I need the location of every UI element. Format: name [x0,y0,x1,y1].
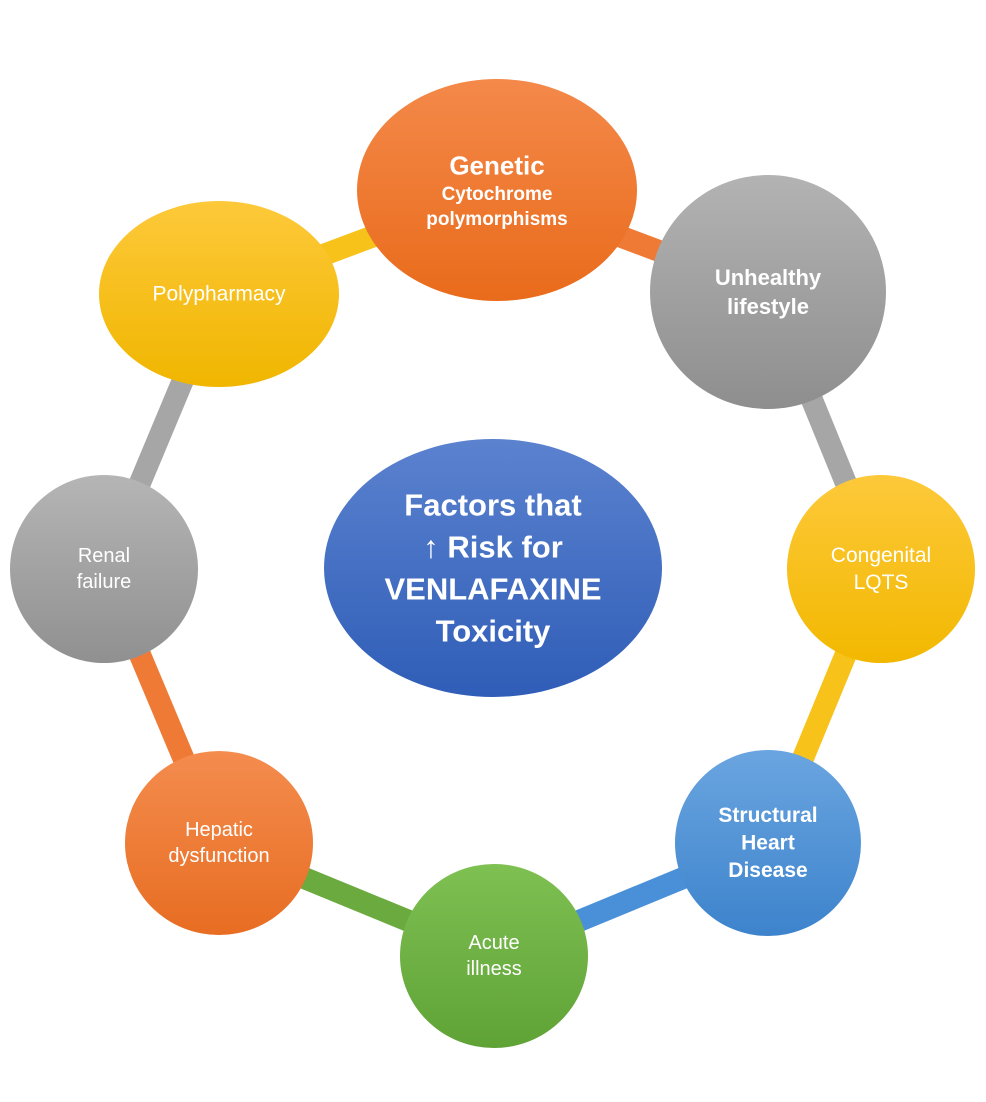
node-structural-heart-disease-shape [675,750,861,936]
node-structural-heart-disease-label: Heart [741,832,795,855]
node-structural-heart-disease-label: Disease [728,859,807,882]
center-title-line: VENLAFAXINE [384,572,601,607]
node-structural-heart-disease-label: Structural [718,804,817,827]
node-hepatic-dysfunction-label: Hepatic [185,819,253,841]
node-unhealthy-lifestyle: Unhealthy lifestyle [650,175,886,409]
center-title-line: Toxicity [436,614,552,649]
node-congenital-lqts-label: Congenital [831,544,931,567]
node-unhealthy-lifestyle-label: Unhealthy [715,265,822,290]
node-unhealthy-lifestyle-shape [650,175,886,409]
center-title-line: Factors that [404,488,581,523]
node-unhealthy-lifestyle-label: lifestyle [727,294,809,319]
node-genetic-sublabel: Cytochrome [442,184,553,205]
node-genetic-label: Genetic [449,150,544,180]
node-acute-illness-label: Acute [468,932,519,954]
node-polypharmacy-label: Polypharmacy [152,283,286,306]
node-genetic-sublabel: polymorphisms [426,209,567,230]
node-hepatic-dysfunction-label: dysfunction [168,845,269,867]
node-genetic-shape [357,79,637,301]
node-hepatic-dysfunction: Hepatic dysfunction [125,751,313,935]
node-congenital-lqts-label: LQTS [854,571,909,594]
node-polypharmacy-shape [99,201,339,387]
node-polypharmacy: Polypharmacy [99,201,339,387]
node-renal-failure-label: failure [77,571,131,593]
node-congenital-lqts-shape [787,475,975,663]
node-acute-illness-label: illness [466,958,522,980]
node-hepatic-dysfunction-shape [125,751,313,935]
node-renal-failure-shape [10,475,198,663]
center-ellipse [324,439,662,697]
center-title-line: ↑ Risk for [423,530,563,565]
node-renal-failure-label: Renal [78,545,130,567]
node-acute-illness: Acute illness [400,864,588,1048]
node-acute-illness-shape [400,864,588,1048]
node-renal-failure: Renal failure [10,475,198,663]
